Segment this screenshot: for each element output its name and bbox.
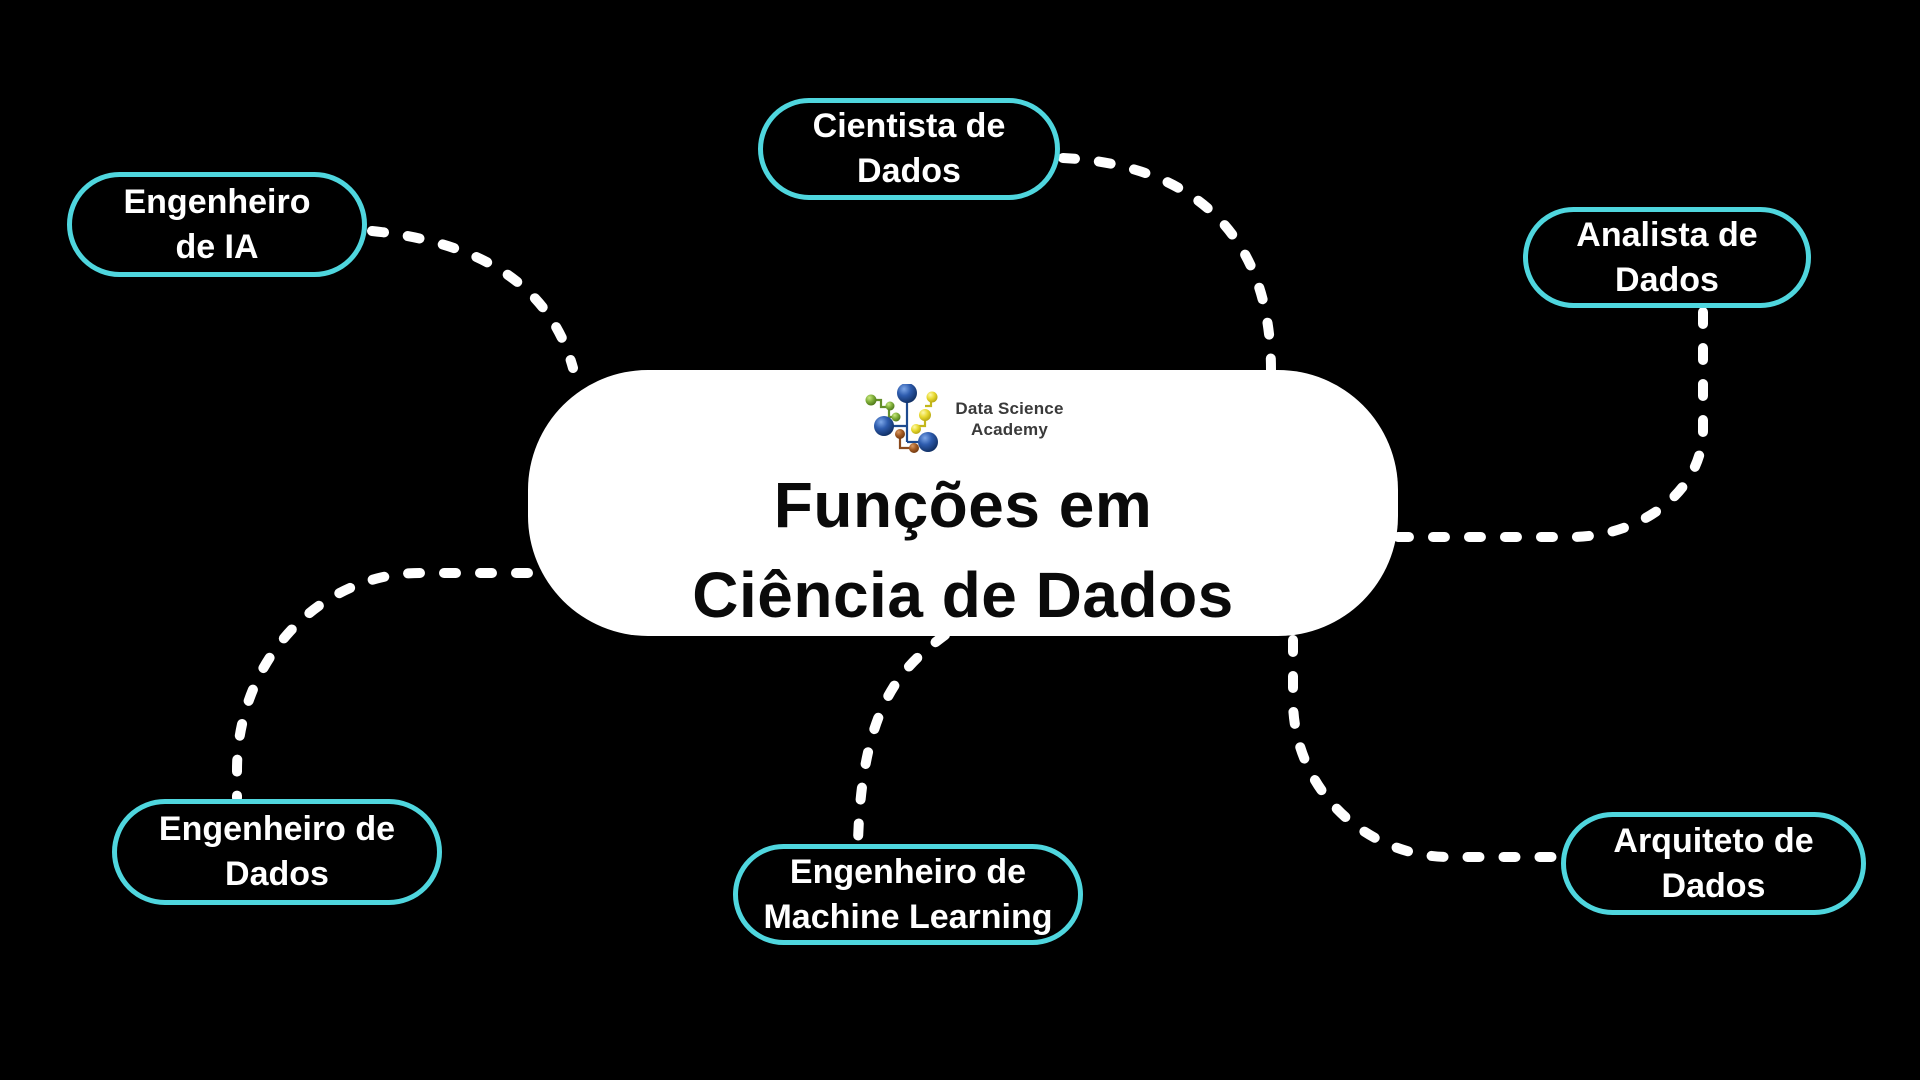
node-label-line1: Analista de [1576,215,1758,254]
dsa-logo-icon [865,384,939,453]
dsa-logo: Data Science Academy [862,384,1063,456]
node-label-line1: Engenheiro de [158,810,396,848]
node-label-line2: Dados [1615,260,1719,299]
central-title-line2: Ciência de Dados [692,559,1234,631]
connector-engenheiro-de-machine-learning [853,630,950,847]
node-label-line1: Arquiteto de [1613,821,1814,860]
node-label-line2: Machine Learning [763,897,1053,936]
dsa-logo-text: Data Science Academy [955,399,1063,440]
connector-engenheiro-ia [367,226,578,373]
node-cientista-de-dados: Cientista de Dados [758,98,1060,200]
node-label-line1: Cientista de [812,107,1006,145]
node-label-line2: Dados [857,152,961,190]
connector-arquiteto-de-dados [1288,635,1565,862]
node-analista-de-dados: Analista de Dados [1523,207,1811,308]
logo-text-line1: Data Science [955,399,1064,419]
node-label-line2: Dados [1661,866,1766,905]
connector-analista-de-dados [1393,307,1708,542]
connector-cientista-de-dados [1058,153,1276,375]
node-engenheiro-de-machine-learning: Engenheiro de Machine Learning [733,844,1083,945]
node-engenheiro-de-dados: Engenheiro de Dados [112,799,442,905]
central-title-line1: Funções em [773,469,1153,541]
node-label-line1: Engenheiro [123,182,311,221]
node-label-line2: de IA [175,227,259,266]
node-label-line1: Engenheiro de [789,852,1027,891]
node-label-line2: Dados [225,855,329,893]
central-node: Data Science Academy Funções em Ciência … [528,370,1398,636]
logo-text-line2: Academy [971,420,1048,439]
central-title: Funções em Ciência de Dados [692,460,1234,640]
connector-engenheiro-de-dados [232,568,533,803]
node-engenheiro-ia: Engenheiro de IA [67,172,367,277]
node-arquiteto-de-dados: Arquiteto de Dados [1561,812,1866,915]
